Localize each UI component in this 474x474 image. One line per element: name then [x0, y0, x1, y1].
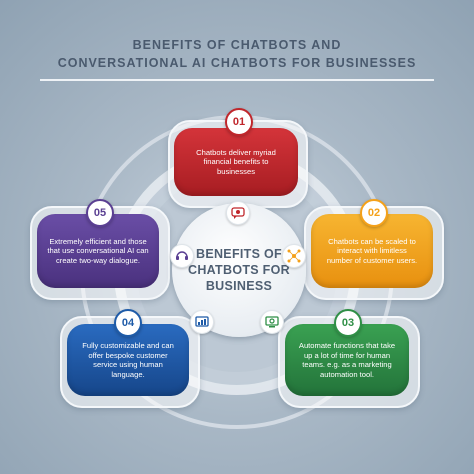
benefit-badge-04: 04	[114, 309, 142, 337]
benefit-text-02: Chatbots can be scaled to interact with …	[326, 236, 418, 265]
benefit-card-03: Automate functions that take up a lot of…	[285, 324, 409, 396]
benefit-badge-05: 05	[86, 199, 114, 227]
chart-screen-icon	[190, 310, 214, 334]
benefit-text-05: Extremely efficient and those that use c…	[47, 236, 149, 265]
center-title: BENEFITS OF CHATBOTS FOR BUSINESS	[188, 247, 290, 293]
gear-screen-icon	[260, 310, 284, 334]
benefit-badge-03: 03	[334, 309, 362, 337]
headset-agent-icon	[170, 244, 194, 268]
benefit-badge-02: 02	[360, 199, 388, 227]
network-nodes-icon	[282, 244, 306, 268]
center-hub: BENEFITS OF CHATBOTS FOR BUSINESS	[172, 203, 306, 337]
benefit-card-01: Chatbots deliver myriad financial benefi…	[174, 128, 298, 196]
money-chat-icon	[226, 201, 250, 225]
benefit-text-01: Chatbots deliver myriad financial benefi…	[196, 147, 276, 176]
benefit-number-05: 05	[93, 207, 107, 219]
benefit-number-02: 02	[367, 207, 381, 219]
title-line-1: BENEFITS OF CHATBOTS AND	[132, 38, 342, 52]
benefit-number-04: 04	[121, 317, 135, 329]
title-divider	[40, 79, 434, 81]
benefit-badge-01: 01	[225, 108, 253, 136]
benefit-number-01: 01	[232, 116, 246, 128]
benefit-number-03: 03	[341, 317, 355, 329]
benefit-text-03: Automate functions that take up a lot of…	[298, 341, 396, 379]
benefit-text-04: Fully customizable and can offer bespoke…	[82, 341, 174, 379]
title-line-2: CONVERSATIONAL AI CHATBOTS FOR BUSINESSE…	[57, 56, 417, 70]
